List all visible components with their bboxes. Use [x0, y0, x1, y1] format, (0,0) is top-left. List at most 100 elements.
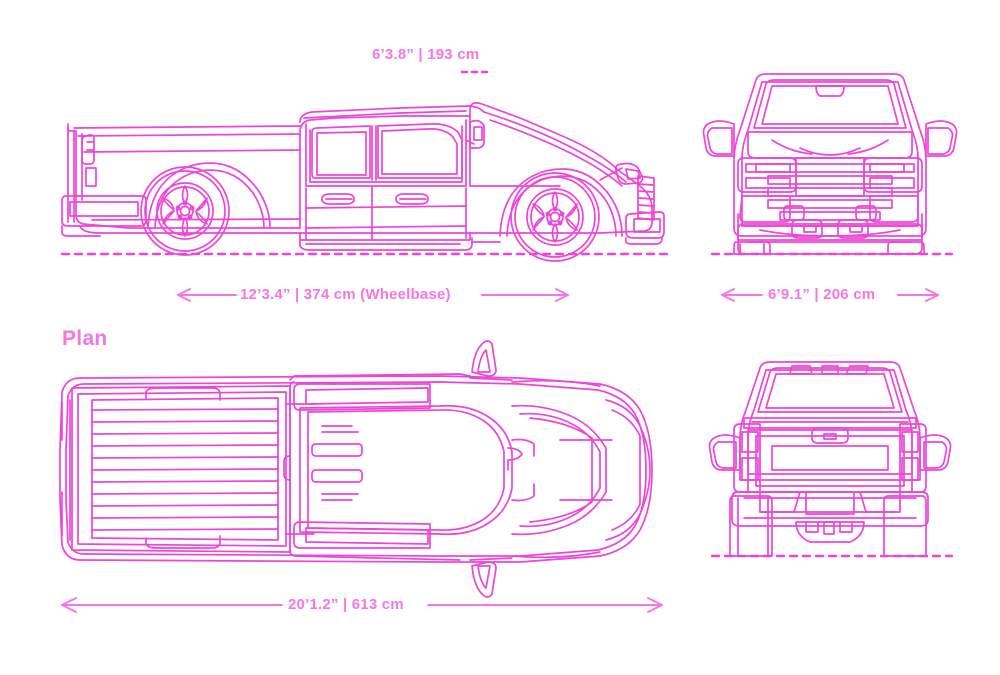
cab-front-top — [289, 373, 471, 381]
height-dimension-label: 6’3.8” | 193 cm — [372, 46, 480, 63]
grille-bar-1 — [755, 163, 905, 173]
windshield-plan — [511, 404, 607, 536]
plan-mirror-bottom-glass — [477, 565, 491, 589]
hood-creases — [771, 139, 889, 155]
length-dimension-label: 20’1.2” | 613 cm — [288, 596, 404, 613]
grille-bar-3 — [767, 187, 893, 197]
front-lug-bolts — [545, 206, 565, 226]
mirror-right-glass — [927, 127, 954, 155]
hood-plan — [605, 399, 651, 541]
rear-tire-outer — [140, 166, 230, 256]
running-board — [299, 237, 473, 251]
fog-light-right-lens — [849, 225, 863, 233]
width-dimension-label: 6’9.1” | 206 cm — [768, 286, 876, 303]
wheelbase-arrow-right-head — [555, 288, 569, 302]
wheelbase-arrow-left-head — [177, 288, 191, 302]
beltline — [305, 119, 467, 187]
rear-window-top-glass — [305, 387, 429, 405]
hood-crease-plan — [529, 417, 593, 523]
rear-bumper-side — [61, 195, 147, 227]
front-bumper-inset — [633, 218, 661, 233]
rear-mirror-right-glass — [923, 441, 948, 469]
tailgate-panel — [771, 445, 889, 471]
tow-hook-right — [855, 205, 877, 221]
rear-wheel-arch-inner — [154, 169, 265, 229]
rear-cab-outline — [739, 361, 921, 481]
roof-line-inner — [303, 110, 467, 119]
rear-bumper-inset — [69, 201, 139, 217]
tire-left-rear — [729, 495, 773, 557]
hitch-center — [823, 521, 835, 535]
taillight-detail — [86, 141, 94, 151]
grille-side — [637, 175, 655, 221]
grille-bar-2 — [767, 175, 893, 185]
front-body-inner — [741, 81, 919, 227]
width-arrow-right-head — [925, 288, 939, 302]
bumper-center-pad — [805, 491, 855, 515]
body-crease-lower — [305, 225, 467, 229]
cab-body — [289, 381, 461, 561]
rear-window-glass — [765, 373, 895, 409]
hitch-detail — [805, 521, 853, 533]
headlight-crease — [599, 167, 623, 181]
roof-ribs — [311, 425, 363, 501]
rear-window — [757, 367, 903, 413]
cab-roof — [299, 404, 513, 536]
length-arrow-left-head — [61, 597, 77, 613]
taillight-left-lower — [741, 457, 759, 481]
door-handle-rear — [321, 193, 355, 205]
fog-light-right — [837, 219, 869, 239]
rocker-panel — [299, 232, 471, 241]
rear-wheel-arch — [147, 162, 271, 229]
taillight-side — [81, 134, 95, 165]
side-mirror-glass — [473, 126, 483, 141]
headlight-side — [615, 162, 644, 185]
rear-door-window — [311, 125, 371, 179]
front-rim — [526, 188, 584, 246]
drl-right — [869, 195, 919, 223]
tire-left-front — [739, 243, 765, 255]
grille-slats — [638, 183, 654, 214]
drl-left — [739, 195, 791, 223]
hood-center-crease — [799, 147, 861, 156]
fog-light-left — [791, 219, 823, 239]
windshield-front — [753, 79, 907, 129]
cab-roof-inner — [307, 409, 505, 531]
b-pillar — [371, 125, 377, 181]
tailgate-handle — [811, 427, 849, 444]
hitch-receiver — [795, 521, 865, 543]
a-pillar-seam — [469, 377, 513, 561]
rear-mirror-left — [708, 434, 741, 471]
bed-wheelwell-bottom — [145, 535, 221, 549]
grille-bar-5 — [779, 211, 881, 221]
plan-outer-body-inner — [65, 381, 647, 557]
rear-hub-center — [179, 205, 191, 217]
plan-outer-body — [59, 375, 653, 563]
rear-bumper-step — [61, 225, 101, 237]
fender-seams — [511, 379, 601, 559]
plan-mirror-top — [471, 340, 497, 377]
bed-floor — [91, 397, 279, 541]
front-bumper — [737, 213, 923, 255]
windshield-glass — [761, 85, 899, 125]
tailgate-handle-inset — [823, 433, 837, 440]
side-mirror — [469, 119, 485, 149]
front-wheel-arch — [499, 168, 623, 237]
rear-lug-bolts — [175, 200, 195, 220]
bed-rail — [77, 391, 287, 547]
interior-mirror — [815, 85, 845, 97]
tailgate-inner — [755, 435, 905, 487]
hood-plan-inner — [611, 409, 641, 531]
bed-ribs — [91, 408, 279, 531]
body-crease-upper — [305, 205, 467, 209]
plan-view-title: Plan — [62, 327, 108, 350]
rear-rim — [156, 182, 214, 240]
front-tire-outer — [510, 172, 600, 262]
mirror-right — [925, 120, 958, 157]
